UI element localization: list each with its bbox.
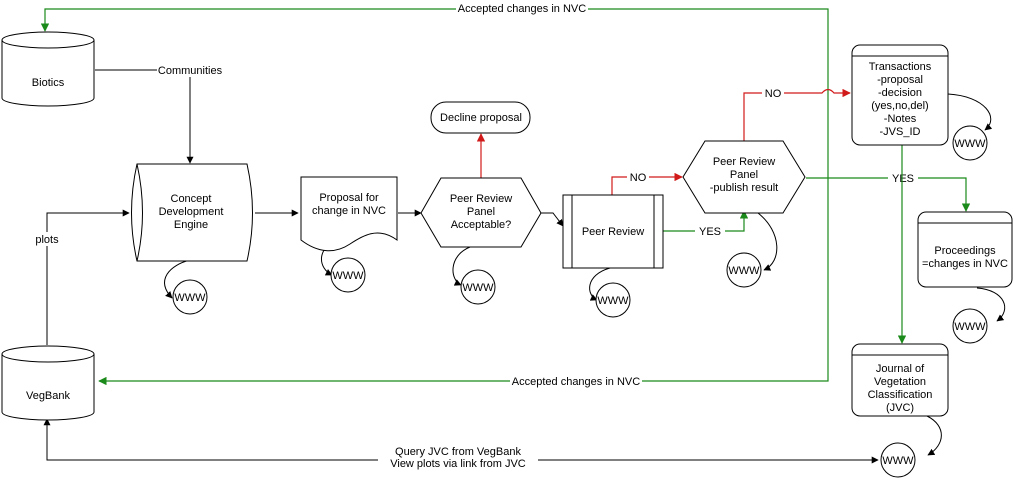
www-proposal-label: WWW [332, 270, 364, 282]
node-review-publish: Peer Review Panel -publish result [682, 140, 806, 214]
node-proposal-line1: Proposal for [319, 192, 379, 204]
node-engine-line1: Concept [171, 193, 212, 205]
node-transactions: Transactions -proposal -decision (yes,no… [851, 44, 949, 146]
node-transactions-line3: -decision [878, 87, 922, 99]
edge-top-feedback: Accepted changes in NVC [40, 1, 829, 178]
node-transactions-line1: Transactions [869, 61, 932, 73]
node-journal-line1: Journal of [876, 363, 925, 375]
edge-yes-peer: YES [663, 210, 749, 238]
node-review2-line1: Peer Review [713, 156, 775, 168]
node-review1-line3: Acceptable? [451, 219, 512, 231]
www-journal-label: WWW [882, 455, 914, 467]
edge-label-top-feedback: Accepted changes in NVC [458, 3, 586, 15]
www-review-acceptable: WWW [460, 269, 496, 305]
node-review1-line2: Panel [467, 206, 495, 218]
edge-no-lower: NO [743, 86, 851, 141]
www-journal: WWW [880, 442, 916, 478]
node-review2-line2: Panel [730, 169, 758, 181]
www-peer-review: WWW [595, 282, 631, 318]
edge-plots: plots [32, 209, 130, 345]
node-peer-review-label: Peer Review [582, 226, 644, 238]
node-decline-label: Decline proposal [440, 112, 522, 124]
node-transactions-line2: -proposal [877, 74, 923, 86]
edge-review1-to-peer-review [540, 212, 564, 227]
node-journal-line2: Vegetation [874, 376, 926, 388]
edge-label-yes-right: YES [892, 173, 914, 185]
node-proceedings-line1: Proceedings [934, 245, 996, 257]
node-journal-jvc: Journal of Vegetation Classification (JV… [851, 343, 949, 417]
www-transactions-label: WWW [954, 138, 986, 150]
node-journal-line4: (JVC) [886, 402, 914, 414]
edge-label-yes-peer: YES [699, 226, 721, 238]
node-review-acceptable: Peer Review Panel Acceptable? [420, 177, 542, 248]
node-peer-review: Peer Review [562, 194, 664, 269]
edge-label-plots: plots [35, 234, 59, 246]
node-review2-line3: -publish result [710, 182, 778, 194]
edge-label-query-line2: View plots via link from JVC [390, 458, 526, 470]
node-decline-proposal: Decline proposal [430, 101, 531, 134]
www-review1-label: WWW [462, 282, 494, 294]
node-engine-line3: Engine [174, 219, 208, 231]
www-connectors [164, 93, 1006, 456]
node-review1-line1: Peer Review [450, 193, 512, 205]
edge-query-jvc: Query JVC from VegBank View plots via li… [43, 418, 879, 470]
www-review-publish: WWW [726, 252, 762, 288]
node-biotics: Biotics [1, 31, 95, 107]
node-transactions-line6: -JVS_ID [880, 126, 921, 138]
www-proceedings: WWW [952, 308, 988, 344]
node-proceedings: Proceedings =changes in NVC [917, 211, 1013, 288]
node-biotics-label: Biotics [32, 77, 65, 89]
edge-label-no-lower: NO [765, 88, 782, 100]
node-engine-line2: Development [159, 206, 224, 218]
edge-label-query-line1: Query JVC from VegBank [395, 446, 521, 458]
www-proceedings-label: WWW [954, 321, 986, 333]
node-transactions-line5: -Notes [884, 113, 917, 125]
node-proceedings-line2: =changes in NVC [922, 258, 1008, 270]
node-journal-line3: Classification [868, 389, 933, 401]
edge-label-communities: Communities [158, 65, 223, 77]
www-engine-label: WWW [174, 292, 206, 304]
edge-label-no-upper: NO [630, 172, 647, 184]
edge-no-upper: NO [611, 170, 683, 195]
edge-communities: Communities [95, 63, 223, 164]
edge-yes-right: YES [806, 171, 971, 212]
node-proposal-line2: change in NVC [312, 205, 386, 217]
edge-label-bottom-feedback: Accepted changes in NVC [512, 376, 640, 388]
node-vegbank: VegBank [1, 345, 95, 421]
node-proposal: Proposal for change in NVC [300, 176, 398, 252]
www-review2-label: WWW [728, 265, 760, 277]
www-proposal: WWW [330, 257, 366, 293]
www-transactions: WWW [952, 125, 988, 161]
www-engine: WWW [172, 279, 208, 315]
node-concept-engine: Concept Development Engine [131, 163, 253, 262]
edge-bottom-feedback: Accepted changes in NVC [98, 178, 829, 389]
node-transactions-line4: (yes,no,del) [871, 100, 928, 112]
www-peer-review-label: WWW [597, 295, 629, 307]
node-vegbank-label: VegBank [26, 390, 71, 402]
